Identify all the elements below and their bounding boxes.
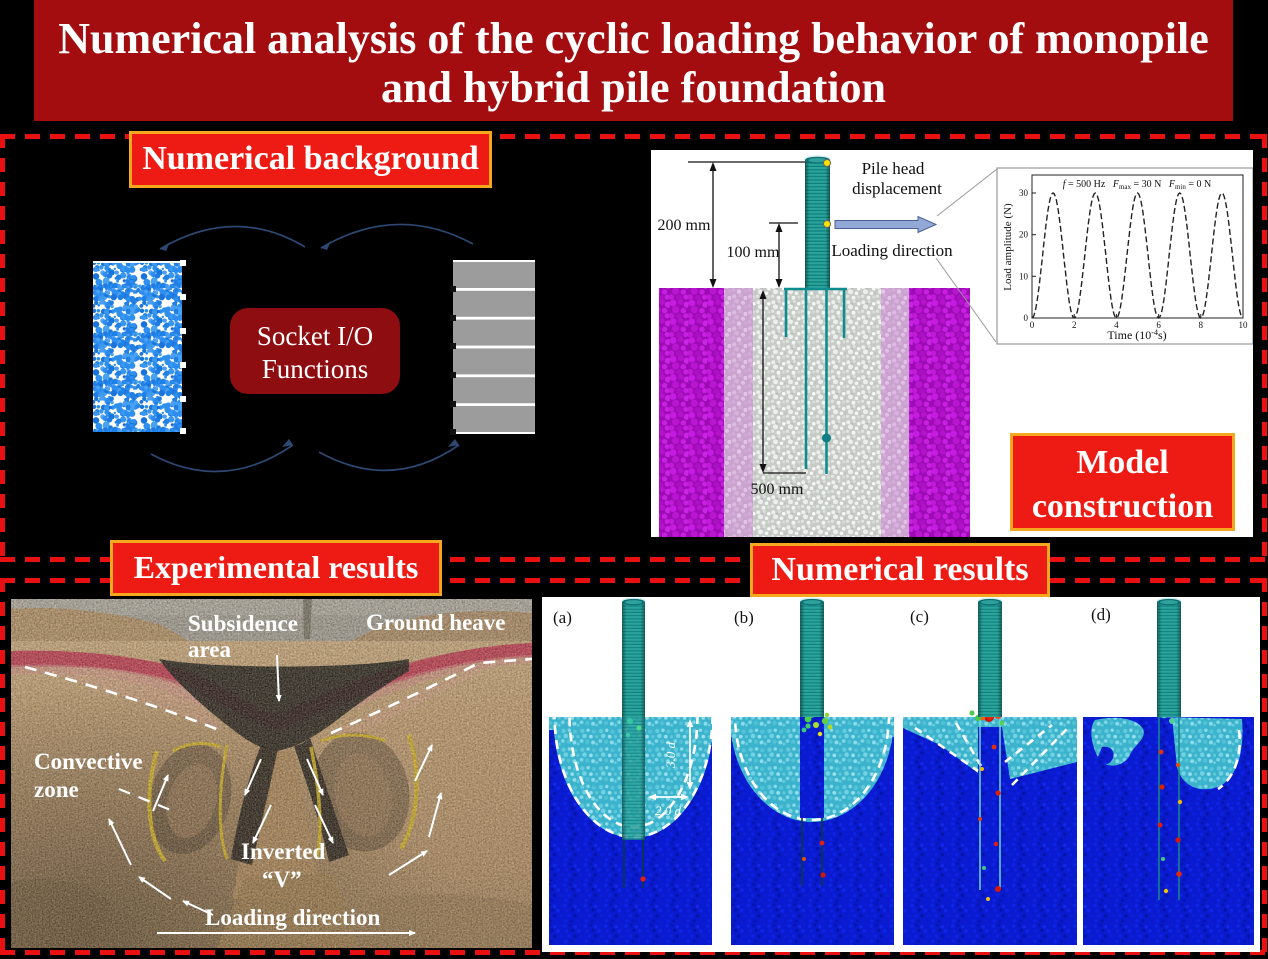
svg-text:0: 0 (1024, 313, 1029, 323)
svg-text:20: 20 (1019, 230, 1029, 240)
svg-text:3.0 d: 3.0 d (663, 742, 678, 770)
svg-text:Loading direction: Loading direction (831, 241, 953, 260)
svg-text:Subsidence: Subsidence (188, 611, 298, 636)
svg-text:displacement: displacement (852, 179, 942, 198)
svg-text:30: 30 (1019, 188, 1029, 198)
svg-text:(a): (a) (553, 608, 572, 627)
svg-text:200 mm: 200 mm (658, 217, 711, 234)
svg-text:Inverted: Inverted (241, 839, 326, 864)
svg-text:“V”: “V” (262, 867, 302, 892)
svg-text:10: 10 (1019, 271, 1029, 281)
svg-text:Pile head: Pile head (862, 159, 925, 178)
svg-text:Convective: Convective (34, 749, 143, 774)
svg-text:2.0 d: 2.0 d (655, 803, 682, 818)
svg-text:(c): (c) (910, 607, 929, 626)
svg-text:500 mm: 500 mm (751, 481, 804, 498)
svg-text:zone: zone (34, 777, 79, 802)
svg-text:area: area (188, 637, 232, 662)
svg-text:Loading direction: Loading direction (205, 905, 381, 930)
svg-text:2: 2 (1072, 320, 1077, 330)
svg-text:f = 500 Hz Fmax = 30 N Fmi: f = 500 Hz Fmax = 30 N Fmin = 0 N (1063, 179, 1212, 191)
svg-text:Load amplitude (N): Load amplitude (N) (1002, 203, 1014, 291)
svg-text:Socket I/O: Socket I/O (257, 321, 373, 351)
svg-text:Functions: Functions (262, 354, 369, 384)
svg-text:(d): (d) (1091, 605, 1111, 624)
svg-text:6: 6 (1156, 320, 1161, 330)
svg-text:10: 10 (1239, 320, 1249, 330)
svg-text:(b): (b) (734, 608, 754, 627)
svg-text:Ground heave: Ground heave (366, 610, 506, 635)
svg-text:Time (10-4s): Time (10-4s) (1107, 328, 1166, 342)
svg-text:0: 0 (1030, 320, 1035, 330)
svg-text:8: 8 (1199, 320, 1204, 330)
svg-text:100 mm: 100 mm (727, 244, 780, 261)
svg-text:4: 4 (1114, 320, 1119, 330)
